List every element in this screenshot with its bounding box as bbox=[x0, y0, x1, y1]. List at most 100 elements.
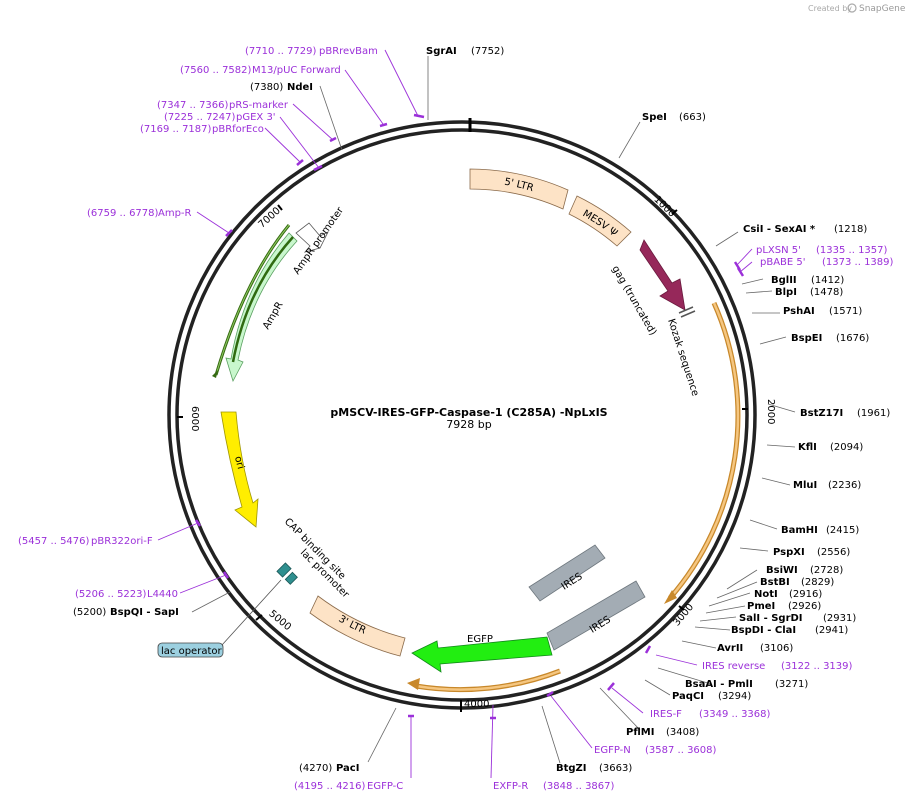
site-csii-sexai[interactable]: CsiI - SexAI *(1218) bbox=[743, 224, 867, 235]
site-avrii[interactable]: AvrII(3106) bbox=[717, 643, 793, 654]
primer-egfp-n[interactable]: EGFP-N(3587 .. 3608) bbox=[594, 745, 717, 756]
svg-text:IRES-F: IRES-F bbox=[650, 709, 682, 720]
site-bamhi[interactable]: BamHI (2415) bbox=[781, 525, 859, 536]
primer-egfp-c[interactable]: (4195 .. 4216)EGFP-C bbox=[294, 781, 403, 792]
site-bstbi[interactable]: BstBI (2829) bbox=[760, 577, 834, 588]
site-bsaai-pmli[interactable]: BsaAI - PmlI(3271) bbox=[685, 679, 808, 690]
primer-l4440[interactable]: (5206 .. 5223)L4440 bbox=[75, 589, 178, 600]
primer-pbabe-5[interactable]: pBABE 5'(1373 .. 1389) bbox=[760, 257, 894, 268]
svg-text:(2931): (2931) bbox=[823, 613, 856, 624]
primer-pbr322ori-f[interactable]: (5457 .. 5476)pBR322ori-F bbox=[18, 536, 153, 547]
feature-ori[interactable]: ori bbox=[220, 411, 259, 528]
svg-text:(7560 .. 7582): (7560 .. 7582) bbox=[180, 65, 252, 76]
lac-operator-callout[interactable]: lac operator bbox=[157, 642, 224, 658]
primer-prs-marker[interactable]: (7347 .. 7366)pRS-marker bbox=[157, 100, 289, 111]
feature-mesv-psi[interactable]: MESV Ψ bbox=[568, 195, 632, 247]
svg-text:BspQI - SapI: BspQI - SapI bbox=[110, 607, 179, 618]
feature-ires-outer[interactable]: IRES bbox=[546, 580, 646, 651]
svg-text:(1961): (1961) bbox=[857, 408, 890, 419]
feature-label-ampr-promoter: AmpR promoter bbox=[291, 205, 346, 277]
site-bglii[interactable]: BglII(1412) bbox=[771, 275, 844, 286]
feature-label-kozak: Kozak sequence bbox=[665, 318, 700, 398]
svg-text:CsiI - SexAI *: CsiI - SexAI * bbox=[743, 224, 816, 235]
svg-text:(2916): (2916) bbox=[789, 589, 822, 600]
svg-text:(1373 .. 1389): (1373 .. 1389) bbox=[822, 257, 894, 268]
svg-text:(2556): (2556) bbox=[817, 547, 850, 558]
feature-label-egfp: EGFP bbox=[467, 634, 493, 645]
feature-orf-arc[interactable] bbox=[664, 301, 741, 604]
primer-ires-f[interactable]: IRES-F(3349 .. 3368) bbox=[650, 709, 771, 720]
svg-text:BstBI: BstBI bbox=[760, 577, 790, 588]
site-pspxi[interactable]: PspXI(2556) bbox=[773, 547, 850, 558]
site-paci[interactable]: (4270)PacI bbox=[299, 763, 359, 774]
site-noti[interactable]: NotI(2916) bbox=[754, 589, 822, 600]
svg-text:pBRforEco: pBRforEco bbox=[212, 124, 264, 135]
site-btgzi[interactable]: BtgZI(3663) bbox=[556, 763, 632, 774]
svg-text:AvrII: AvrII bbox=[717, 643, 743, 654]
snapgene-brand: SnapGene bbox=[859, 4, 906, 14]
svg-text:(7225 .. 7247): (7225 .. 7247) bbox=[164, 112, 236, 123]
svg-text:(1335 .. 1357): (1335 .. 1357) bbox=[816, 245, 888, 256]
primer-exfp-r[interactable]: EXFP-R(3848 .. 3867) bbox=[493, 781, 615, 792]
feature-3-ltr[interactable]: 3' LTR bbox=[309, 595, 406, 657]
primer-plxsn-5[interactable]: pLXSN 5' (1335 .. 1357) bbox=[756, 245, 888, 256]
feature-kozak bbox=[678, 306, 696, 318]
site-pshai[interactable]: PshAI(1571) bbox=[783, 306, 862, 317]
svg-text:(2236): (2236) bbox=[828, 480, 861, 491]
site-ndei[interactable]: (7380)NdeI bbox=[250, 82, 313, 93]
feature-gag-truncated[interactable] bbox=[639, 239, 686, 311]
svg-text:EGFP-C: EGFP-C bbox=[367, 781, 403, 792]
site-blpi[interactable]: BlpI(1478) bbox=[775, 287, 843, 298]
site-bspdi-clai[interactable]: BspDI - ClaI (2941) bbox=[731, 625, 848, 636]
feature-ampr-promoter[interactable]: AmpR promoter bbox=[291, 205, 346, 277]
site-mlui[interactable]: MluI (2236) bbox=[793, 480, 861, 491]
svg-text:EGFP-N: EGFP-N bbox=[594, 745, 631, 756]
primer-m13-puc-forward[interactable]: (7560 .. 7582)M13/pUC Forward bbox=[180, 65, 341, 76]
svg-text:(3408): (3408) bbox=[666, 727, 699, 738]
feature-5-ltr[interactable]: 5' LTR bbox=[469, 168, 569, 210]
svg-text:BsiWI: BsiWI bbox=[766, 565, 798, 576]
svg-text:(5206 .. 5223): (5206 .. 5223) bbox=[75, 589, 147, 600]
svg-text:PmeI: PmeI bbox=[747, 601, 775, 612]
site-spei[interactable]: SpeI(663) bbox=[642, 112, 706, 123]
svg-text:pLXSN 5': pLXSN 5' bbox=[756, 245, 801, 256]
feature-orf-arc-lower[interactable] bbox=[407, 668, 561, 693]
primer-amp-r[interactable]: (6759 .. 6778)Amp-R bbox=[87, 208, 192, 219]
svg-text:pBR322ori-F: pBR322ori-F bbox=[91, 536, 153, 547]
svg-text:(2829): (2829) bbox=[801, 577, 834, 588]
svg-text:MluI: MluI bbox=[793, 480, 817, 491]
primer-ires-reverse[interactable]: IRES reverse(3122 .. 3139) bbox=[702, 661, 853, 672]
svg-text:(7752): (7752) bbox=[471, 46, 504, 57]
feature-lac-cap[interactable] bbox=[276, 562, 298, 585]
svg-text:SpeI: SpeI bbox=[642, 112, 667, 123]
svg-text:BspDI - ClaI: BspDI - ClaI bbox=[731, 625, 796, 636]
site-bspqi-sapi[interactable]: (5200)BspQI - SapI bbox=[73, 607, 179, 618]
tick-4000: 4000 bbox=[464, 699, 489, 710]
svg-text:(2415): (2415) bbox=[826, 525, 859, 536]
feature-ires-inner[interactable]: IRES bbox=[528, 544, 606, 602]
site-bstz17i[interactable]: BstZ17I(1961) bbox=[800, 408, 890, 419]
site-paqci[interactable]: PaqCI(3294) bbox=[672, 691, 751, 702]
primer-pgex-3[interactable]: (7225 .. 7247)pGEX 3' bbox=[164, 112, 276, 123]
feature-ampr[interactable]: AmpR bbox=[212, 224, 298, 383]
svg-text:EXFP-R: EXFP-R bbox=[493, 781, 528, 792]
svg-text:(3271): (3271) bbox=[775, 679, 808, 690]
svg-text:(3294): (3294) bbox=[718, 691, 751, 702]
site-sgrai[interactable]: SgrAI(7752) bbox=[426, 46, 504, 57]
site-pmei[interactable]: PmeI(2926) bbox=[747, 601, 821, 612]
site-pflmi[interactable]: PflMI(3408) bbox=[626, 727, 699, 738]
restriction-sites: SgrAI(7752) SpeI(663) CsiI - SexAI *(121… bbox=[73, 46, 890, 774]
primer-pbrforeco[interactable]: (7169 .. 7187)pBRforEco bbox=[140, 124, 264, 135]
svg-text:(3663): (3663) bbox=[599, 763, 632, 774]
site-kfli[interactable]: KflI(2094) bbox=[798, 442, 863, 453]
site-bspei[interactable]: BspEI(1676) bbox=[791, 333, 869, 344]
svg-text:pGEX 3': pGEX 3' bbox=[236, 112, 276, 123]
site-sali-sgrdi[interactable]: SalI - SgrDI(2931) bbox=[739, 613, 856, 624]
svg-text:(2941): (2941) bbox=[815, 625, 848, 636]
svg-text:(7169 .. 7187): (7169 .. 7187) bbox=[140, 124, 212, 135]
site-bsiwi[interactable]: BsiWI(2728) bbox=[766, 565, 843, 576]
svg-text:BamHI: BamHI bbox=[781, 525, 818, 536]
primer-pbrrevbam[interactable]: (7710 .. 7729)pBRrevBam bbox=[245, 46, 378, 57]
feature-egfp[interactable]: EGFP bbox=[411, 634, 553, 673]
